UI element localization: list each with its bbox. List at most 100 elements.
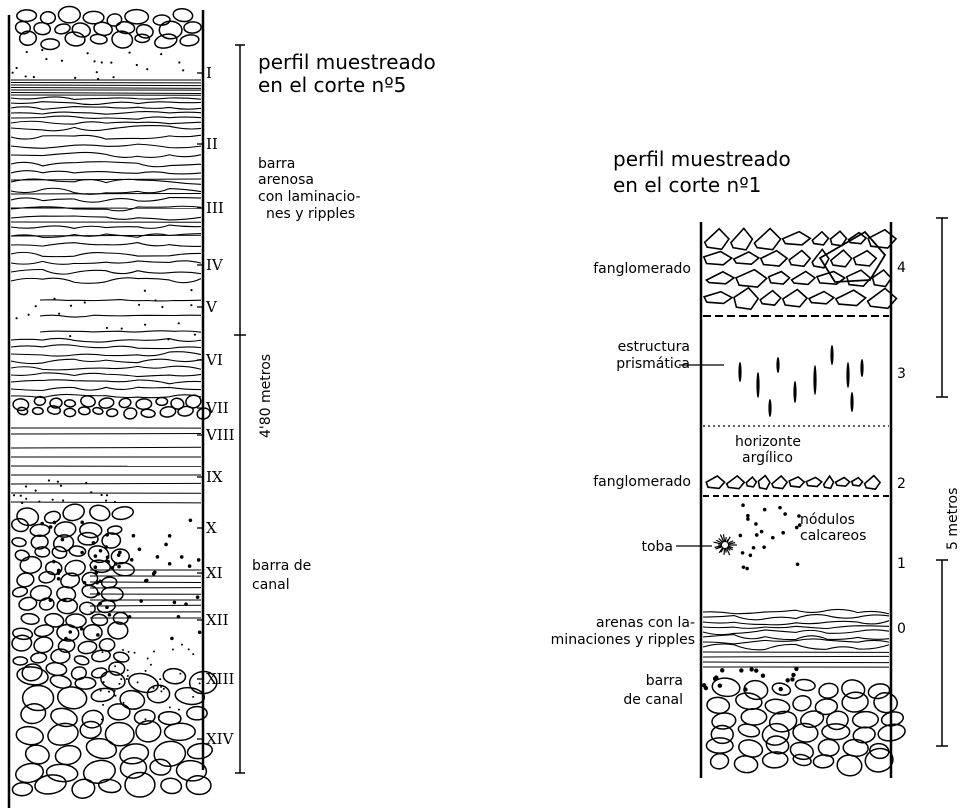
sample-label: I (206, 64, 212, 82)
label-arenas-2: minaciones y ripples (551, 632, 695, 648)
pebble-mark (706, 696, 730, 714)
pebble-mark (43, 510, 61, 525)
prism-mark (846, 362, 849, 388)
lower-unit-label-1: barra de (252, 558, 311, 574)
sand-dot (178, 709, 180, 711)
sand-dot (128, 651, 130, 653)
ripple-line (703, 609, 889, 613)
ripple-line (11, 121, 201, 124)
sand-dot (127, 669, 129, 671)
pebble-mark (123, 407, 138, 420)
ripple-line (11, 225, 201, 228)
pebble-mark (150, 759, 172, 776)
gravel-dot (53, 521, 57, 525)
ripple-line (11, 126, 201, 131)
ripple-line (11, 270, 201, 275)
gravel-dot (80, 520, 84, 524)
gravel-dot (114, 562, 118, 566)
right-column: 4 3 2 1 0 5 metros perfil muestreado en … (551, 147, 961, 778)
breccia-clast (792, 271, 815, 284)
breccia-clast (760, 291, 781, 306)
pebble-mark (14, 761, 45, 785)
gravel-dot (197, 558, 201, 562)
label-nodulos-2: calcareos (800, 528, 866, 544)
pebble-mark (799, 709, 825, 730)
level-4: 4 (897, 260, 906, 276)
breccia-clast (704, 292, 732, 304)
ripple-line (11, 171, 201, 174)
sand-dot (38, 501, 40, 503)
gravel-dot (170, 637, 174, 641)
sand-dot (192, 653, 194, 655)
pebble-mark (867, 682, 891, 700)
sand-dot (160, 53, 162, 55)
pebble-mark (818, 739, 839, 757)
gravel-dot (63, 599, 67, 603)
gravel-dot (98, 602, 102, 606)
sand-dot (138, 304, 140, 306)
sand-dot (62, 499, 64, 501)
breccia-clast (836, 290, 866, 305)
pebble-mark (156, 398, 168, 406)
gravel-dot (790, 677, 794, 681)
pebble-mark (98, 397, 114, 409)
sand-dot (150, 664, 152, 666)
pebble-mark (822, 724, 850, 740)
pebble-mark (69, 545, 86, 556)
label-horizonte-1: horizonte (735, 434, 801, 450)
sand-dot (114, 665, 116, 667)
pebble-mark (64, 559, 87, 578)
sand-dot (35, 490, 37, 492)
right-scale-bars (936, 218, 948, 746)
prism-mark (830, 345, 833, 365)
label-barra-1: barra (646, 673, 683, 689)
sand-dot (144, 324, 146, 326)
sand-dot (60, 485, 62, 487)
pebble-mark (75, 677, 96, 689)
gravel-dot (761, 673, 765, 677)
sand-dot (12, 72, 14, 74)
sand-dot (69, 335, 71, 337)
breccia-clast (847, 270, 871, 286)
sand-dot (35, 305, 37, 307)
nodule-dot (754, 522, 758, 526)
sand-dot (161, 306, 163, 308)
breccia-clast (746, 477, 756, 487)
prism-mark (756, 372, 759, 398)
breccia-clast (736, 270, 767, 287)
prism-mark (776, 357, 779, 373)
lamination-line (11, 235, 201, 236)
pebble-mark (88, 503, 111, 522)
sand-dot (87, 52, 89, 54)
label-nodulos-1: nódulos (800, 512, 855, 528)
pebble-mark (79, 602, 95, 615)
sand-dot (61, 60, 63, 62)
pebble-mark (706, 738, 733, 753)
sand-dot (127, 675, 129, 677)
upper-unit-label-3: con laminacio- (258, 189, 361, 205)
pebble-mark (108, 704, 130, 720)
nodule-dot (749, 553, 753, 557)
breccia-clast (809, 292, 834, 304)
gravel-dot (754, 668, 758, 672)
gravel-dot (720, 668, 724, 672)
gravel-dot (168, 534, 172, 538)
pebble-mark (118, 397, 131, 408)
gravel-dot (40, 522, 44, 526)
sand-dot (90, 491, 92, 493)
level-1: 1 (897, 556, 906, 572)
ripple-line (11, 107, 201, 110)
gravel-dot (95, 581, 99, 585)
gravel-dot (779, 687, 783, 691)
sand-dot (106, 327, 108, 329)
nodule-dot (795, 526, 799, 530)
sand-dot (45, 58, 47, 60)
gravel-dot (61, 538, 65, 542)
sand-dot (48, 479, 50, 481)
gravel-dot (164, 543, 168, 547)
breccia-clast (852, 478, 863, 486)
pebble-mark (54, 521, 77, 539)
sand-dot (190, 304, 192, 306)
pebble-mark (13, 657, 27, 665)
